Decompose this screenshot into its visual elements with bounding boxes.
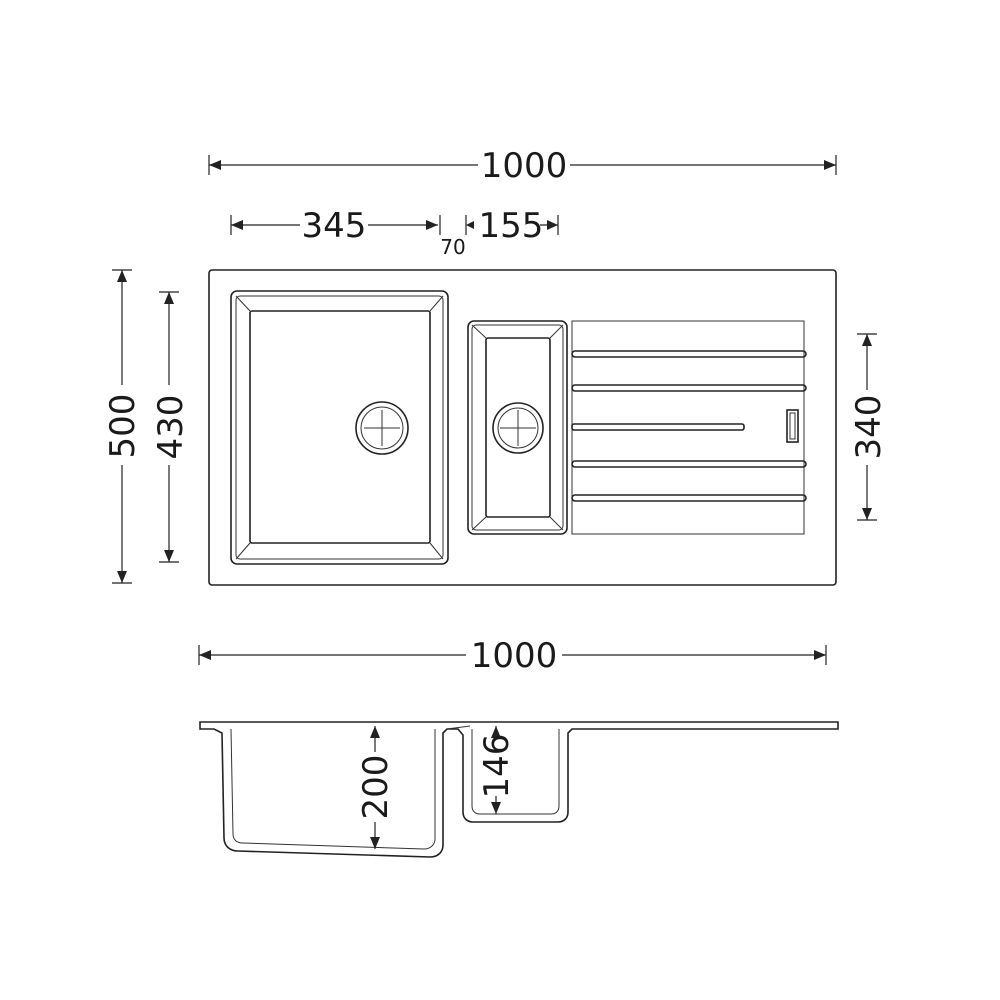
- dim-gap-label: 70: [440, 235, 465, 259]
- dim-small-bowl-height: 146: [477, 726, 517, 814]
- dim-side-width-label: 1000: [471, 636, 558, 676]
- dim-side-width: 1000: [198, 636, 827, 676]
- dim-gap: 70: [439, 215, 474, 259]
- dim-total-depth: 500: [103, 269, 143, 584]
- small-drain-icon: [492, 402, 544, 454]
- main-drain-icon: [355, 401, 409, 455]
- sink-outline: [208, 269, 837, 586]
- top-view: 1000 345 70 155: [103, 146, 889, 586]
- dim-total-depth-label: 500: [103, 394, 143, 459]
- dim-top-width: 1000: [208, 146, 837, 186]
- dim-small-bowl-width: 155: [479, 206, 559, 246]
- sink-side-profile: [199, 721, 839, 858]
- dim-main-bowl-height: 200: [356, 726, 396, 849]
- dim-main-bowl-width-label: 345: [302, 206, 367, 246]
- dim-main-bowl-height-label: 200: [356, 755, 396, 820]
- dim-main-bowl-depth-label: 430: [151, 395, 191, 460]
- drainboard: [571, 320, 807, 535]
- side-view: 1000 200 146: [198, 636, 839, 858]
- dim-small-bowl-height-label: 146: [477, 734, 517, 799]
- dim-small-bowl-depth: 340: [849, 333, 889, 521]
- dim-top-width-label: 1000: [481, 146, 568, 186]
- dim-small-bowl-width-label: 155: [479, 206, 544, 246]
- main-bowl: [230, 290, 449, 565]
- small-bowl: [467, 320, 568, 535]
- dim-small-bowl-depth-label: 340: [849, 395, 889, 460]
- dim-main-bowl-depth: 430: [151, 291, 191, 563]
- tap-hole-marker: [786, 409, 799, 443]
- dim-main-bowl-width: 345: [230, 206, 438, 246]
